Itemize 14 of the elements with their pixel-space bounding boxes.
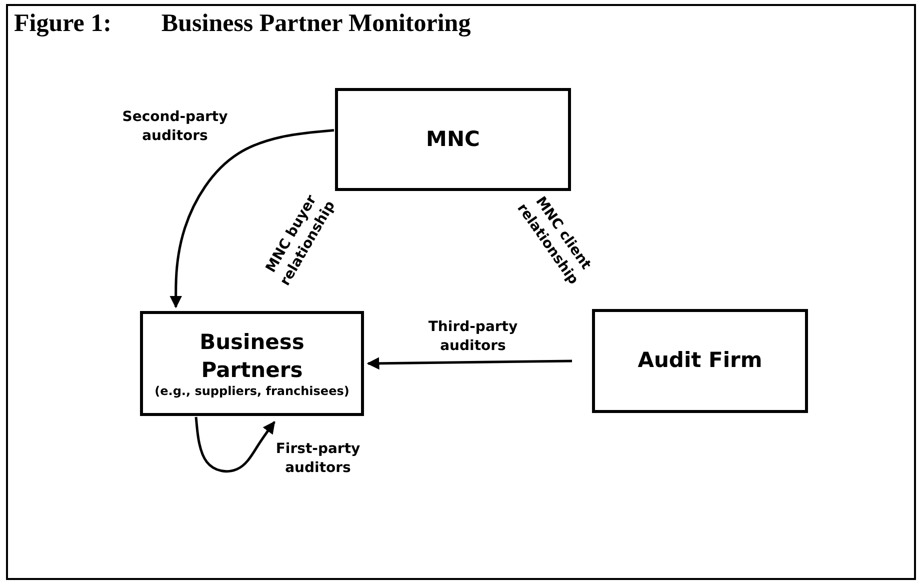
arrow: [366, 357, 572, 370]
entity-box: [335, 88, 571, 191]
arrow: [170, 128, 334, 308]
entity-name: Audit Firm: [638, 347, 762, 374]
edge-label: Third-party auditors: [427, 318, 519, 356]
edge-label: First-party auditors: [274, 440, 362, 478]
arrow: [194, 416, 276, 473]
entity-box: [592, 309, 808, 413]
figure-title: Figure 1: Business Partner Monitoring: [14, 10, 471, 38]
edge-label: Second-party auditors: [121, 108, 229, 146]
entity-name: MNC: [426, 126, 480, 153]
entity-box: [140, 311, 364, 416]
entity-note: (e.g., suppliers, franchisees): [154, 384, 350, 398]
entity-name: Business Partners: [198, 329, 306, 384]
